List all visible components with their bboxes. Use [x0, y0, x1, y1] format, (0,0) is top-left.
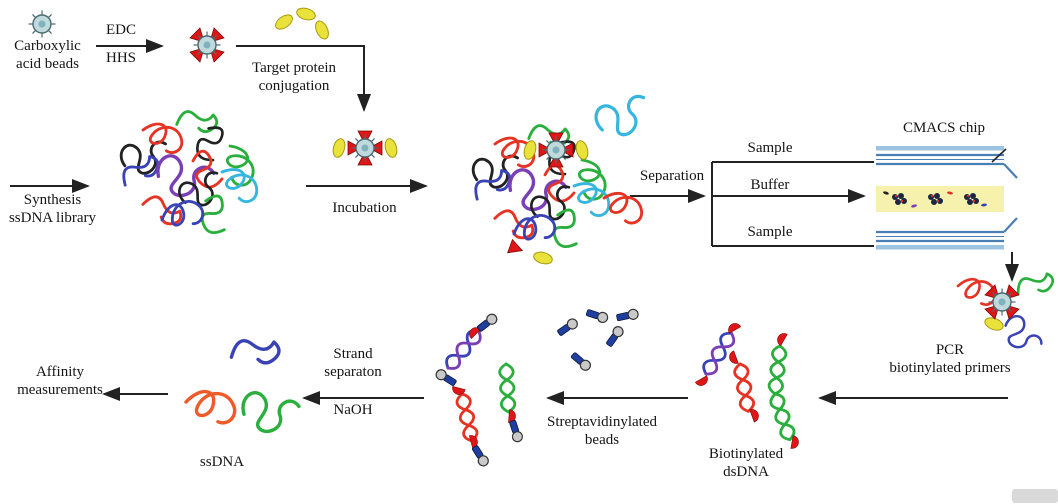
label-carboxylic-acid-beads: Carboxylic acid beads — [14, 38, 81, 72]
label-ssdna: ssDNA — [199, 454, 245, 470]
flow-arrows — [10, 39, 1019, 405]
label-buffer: Buffer — [750, 177, 790, 193]
conjugated-bead-icon — [331, 131, 399, 165]
chip-inlet-lines — [711, 161, 874, 247]
label-separation: Separation — [639, 168, 705, 184]
label-cmacs-chip: CMACS chip — [902, 120, 986, 136]
carboxylic-bead-icon — [27, 9, 57, 39]
biotinylated-dsdna-graphic — [695, 320, 800, 450]
label-streptavidinylated-beads: Streptavidinylated beads — [547, 414, 657, 448]
label-hhs: HHS — [105, 50, 136, 66]
cmacs-chip-graphic — [876, 146, 1018, 250]
label-sample-bottom: Sample — [747, 224, 793, 240]
label-pcr-biotinylated-primers: PCR biotinylated primers — [889, 342, 1011, 376]
label-edc: EDC — [106, 22, 136, 38]
label-strand-separation: Strand separaton — [324, 346, 382, 380]
target-protein-icons — [272, 5, 332, 42]
label-synthesis-ssdna-library: Synthesis ssDNA library — [8, 192, 97, 226]
ssdna-library-cluster — [118, 107, 263, 234]
label-target-protein-conjugation: Target protein conjugation — [251, 60, 337, 94]
bead-bound-dsdna-graphic — [433, 311, 525, 469]
corner-artifact — [1012, 489, 1058, 503]
arrow-target-conjugation — [236, 45, 371, 112]
label-incubation: Incubation — [332, 200, 397, 216]
label-biotinylated-dsdna: Biotinylated dsDNA — [708, 446, 784, 480]
ssdna-strands-graphic — [181, 330, 302, 436]
streptavidin-beads-icons — [555, 306, 640, 373]
activated-bead-icon — [190, 28, 224, 62]
label-naoh: NaOH — [333, 402, 373, 418]
label-sample-top: Sample — [747, 140, 793, 156]
incubation-mixture — [470, 87, 657, 267]
label-affinity-measurements: Affinity measurements — [17, 364, 103, 398]
